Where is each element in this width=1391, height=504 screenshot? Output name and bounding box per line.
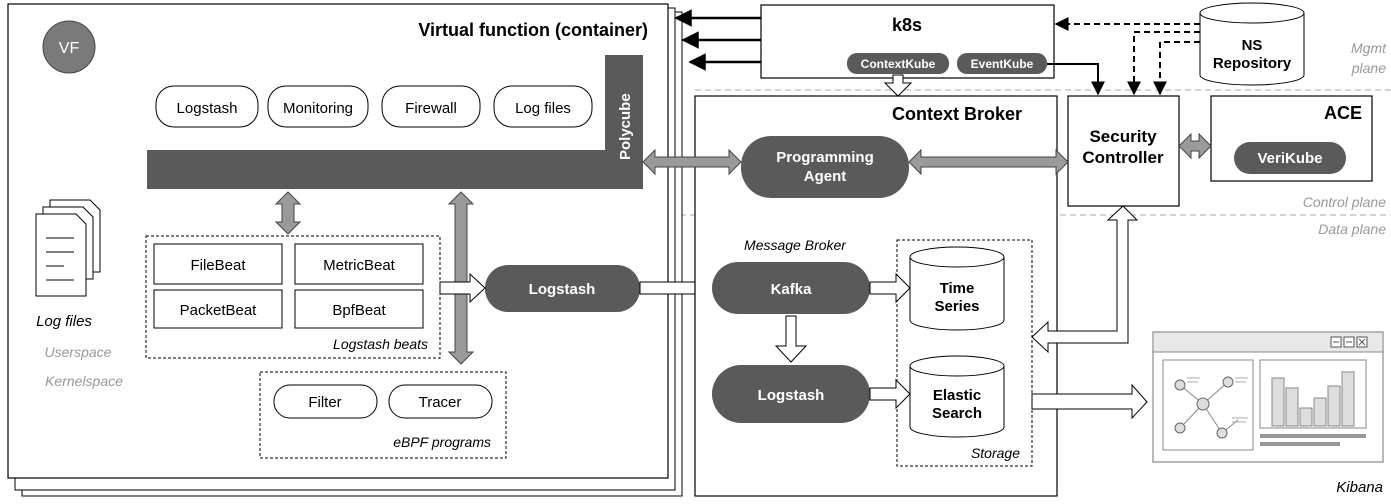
app-firewall: [381, 85, 481, 128]
beat-bpfbeat: [294, 289, 424, 329]
k8s-to-vf-arrows: [674, 9, 761, 71]
programming-agent-line1: Programming: [776, 149, 874, 166]
agent-controller-arrow: [908, 148, 1069, 176]
context-kube-label: ContextKube: [861, 57, 936, 71]
security-controller-line2: Controller: [1082, 148, 1164, 167]
polycube-kernel-arrow: [447, 191, 475, 365]
logstash-beats-caption: Logstash beats: [333, 336, 428, 352]
ebpf-filter-label: Filter: [308, 394, 341, 411]
log-files-label: Log files: [36, 313, 92, 330]
polycube-beats-arrow: [274, 191, 302, 235]
context-broker-title: Context Broker: [892, 104, 1022, 124]
message-broker-label: Message Broker: [744, 237, 847, 253]
ebpf-tracer-label: Tracer: [419, 394, 462, 411]
ns-repository-line1: NS: [1242, 37, 1263, 54]
ebpf-tracer: [388, 384, 493, 419]
elastic-to-kibana-arrow: [1031, 383, 1148, 420]
vf-apps: Logstash Monitoring Firewall Log files: [155, 85, 593, 128]
programming-agent: [741, 136, 909, 198]
ace-title: ACE: [1324, 103, 1362, 123]
app-logstash-label: Logstash: [177, 100, 238, 117]
app-monitoring: [267, 85, 369, 128]
verikube: [1234, 142, 1346, 174]
data-plane-label: Data plane: [1318, 221, 1386, 237]
kibana-label: Kibana: [1336, 479, 1383, 496]
controller-storage-arrow: [1031, 205, 1139, 354]
ebpf-programs-group: [259, 371, 507, 459]
log-files-icon: [35, 199, 101, 297]
broker-logstash-label: Logstash: [758, 387, 825, 404]
event-kube-label: EventKube: [971, 57, 1034, 71]
elastic-search-db: [909, 355, 1005, 438]
storage-group: [896, 239, 1033, 467]
app-firewall-label: Firewall: [405, 100, 457, 117]
beats-to-logstash-arrow: [439, 272, 486, 304]
userspace-label: Userspace: [45, 344, 112, 360]
vf-title: Virtual function (container): [418, 20, 648, 40]
contextkube-to-broker-arrow: [883, 74, 913, 97]
control-plane-label: Control plane: [1303, 194, 1386, 210]
mgmt-plane-label-line2: plane: [1351, 60, 1386, 76]
beats: [153, 243, 424, 329]
verikube-label: VeriKube: [1257, 150, 1322, 167]
app-log-files-label: Log files: [515, 100, 571, 117]
beat-packetbeat: [153, 289, 283, 329]
time-series-line2: Series: [934, 298, 979, 315]
app-log-files: [493, 85, 593, 128]
polycube-bar: [147, 55, 643, 189]
elastic-search-line2: Search: [932, 405, 982, 422]
beat-filebeat: [153, 243, 283, 285]
plane-labels: Mgmt plane Control plane Data plane: [1303, 40, 1387, 237]
kernelspace-label: Kernelspace: [45, 373, 123, 389]
beat-filebeat-label: FileBeat: [190, 257, 246, 274]
app-logstash: [155, 85, 259, 128]
beat-metricbeat-label: MetricBeat: [323, 257, 396, 274]
controller-ace-arrow: [1178, 132, 1212, 160]
time-series-db: [909, 246, 1005, 331]
logstash-beats-group: [145, 235, 441, 359]
ebpf-programs-caption: eBPF programs: [393, 434, 491, 450]
broker-logstash: [712, 365, 870, 423]
eventkube-to-controller-arrow: [1047, 63, 1105, 96]
security-controller-line1: Security: [1089, 127, 1157, 146]
vf-logstash-label: Logstash: [529, 281, 596, 298]
kafka-to-timeseries-arrow: [869, 272, 911, 304]
logstash-to-elastic-arrow: [869, 378, 911, 410]
storage-caption: Storage: [971, 445, 1020, 461]
kafka-label: Kafka: [771, 281, 813, 298]
mgmt-plane-label-line1: Mgmt: [1351, 40, 1387, 56]
time-series-line1: Time: [940, 280, 975, 297]
beat-packetbeat-label: PacketBeat: [180, 302, 258, 319]
vf-badge-text: VF: [59, 40, 80, 57]
event-kube: [957, 53, 1047, 74]
security-controller-box: [1067, 95, 1180, 207]
k8s-title: k8s: [892, 15, 922, 35]
beat-metricbeat: [294, 243, 424, 285]
polycube-label: Polycube: [617, 93, 634, 160]
programming-agent-line2: Agent: [804, 168, 847, 185]
context-kube: [847, 53, 949, 74]
polycube-agent-arrow: [642, 148, 742, 176]
ebpf-filter: [273, 384, 378, 419]
kafka-to-logstash-arrow: [774, 315, 808, 363]
elastic-search-line1: Elastic: [933, 387, 981, 404]
vf-logstash: [485, 265, 640, 312]
ns-repo-arrows: [1054, 17, 1200, 96]
ns-repository-line2: Repository: [1213, 55, 1292, 72]
kafka-node: [712, 262, 870, 314]
beat-bpfbeat-label: BpfBeat: [332, 302, 386, 319]
app-monitoring-label: Monitoring: [283, 100, 353, 117]
kibana-window: [1152, 331, 1384, 463]
ns-repository-db: [1199, 2, 1305, 86]
vf-badge: [42, 20, 96, 74]
